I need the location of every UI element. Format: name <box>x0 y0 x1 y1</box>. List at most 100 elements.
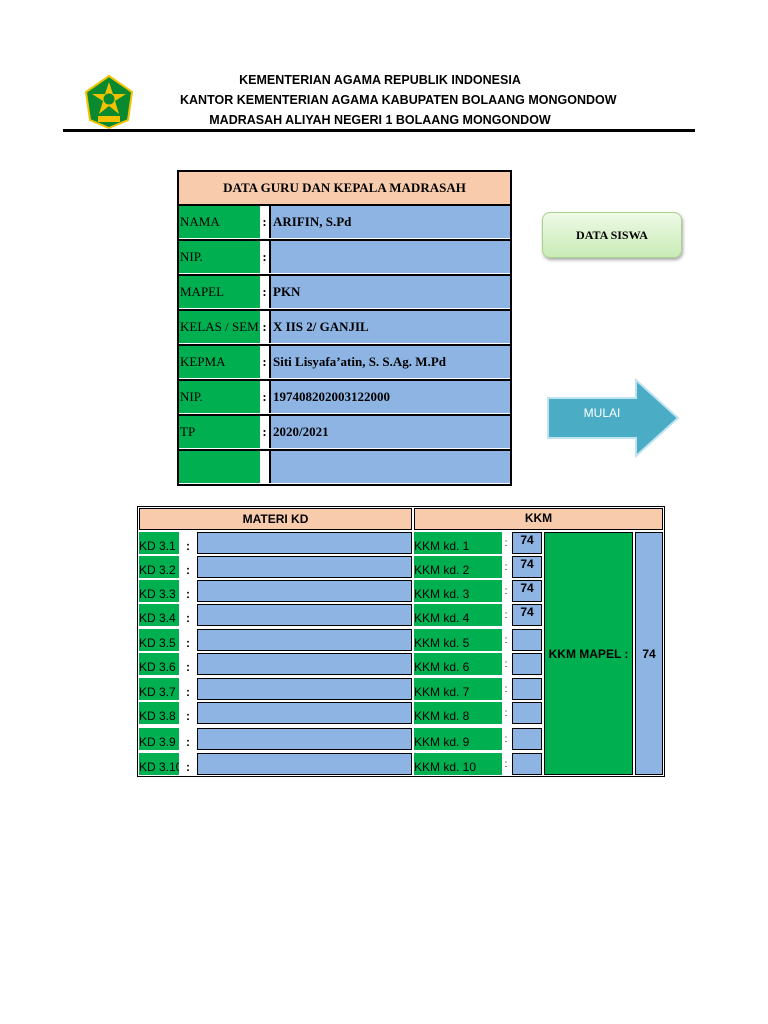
kkm-kd-value[interactable] <box>512 678 542 700</box>
kkm-mapel-value[interactable]: 74 <box>635 532 663 775</box>
kkm-kd-colon: : <box>502 753 510 775</box>
kkm-kd-label: KKM kd. 3 <box>414 580 502 602</box>
kd-colon: : <box>179 556 197 578</box>
kd-label: KD 3.9 <box>139 728 179 750</box>
mulai-button-label: MULAI <box>583 406 621 420</box>
kd-colon: : <box>179 629 197 651</box>
kd-colon: : <box>179 728 197 750</box>
header-divider <box>63 129 695 132</box>
kemenag-emblem-icon <box>84 74 134 130</box>
teacher-row-label: NIP. <box>179 241 261 273</box>
kkm-kd-label: KKM kd. 1 <box>414 532 502 554</box>
kkm-kd-label: KKM kd. 5 <box>414 629 502 651</box>
kd-colon: : <box>179 753 197 775</box>
row-divider <box>177 449 512 451</box>
teacher-row-label <box>179 451 261 483</box>
kkm-kd-label: KKM kd. 7 <box>414 678 502 700</box>
kd-label: KD 3.8 <box>139 702 179 724</box>
kkm-kd-colon: : <box>502 728 510 750</box>
kd-label: KD 3.10 <box>139 753 179 775</box>
kd-label: KD 3.2 <box>139 556 179 578</box>
teacher-row-value[interactable]: Siti Lisyafa’atin, S. S.Ag. M.Pd <box>269 346 510 378</box>
kd-label: KD 3.6 <box>139 653 179 675</box>
kkm-kd-colon: : <box>502 604 510 626</box>
mulai-button[interactable] <box>544 377 680 460</box>
teacher-row-label: KELAS / SEM <box>179 311 261 343</box>
teacher-row-colon: : <box>260 381 269 413</box>
row-divider <box>177 204 512 206</box>
kkm-kd-colon: : <box>502 556 510 578</box>
kd-label: KD 3.3 <box>139 580 179 602</box>
teacher-row-colon: : <box>260 416 269 448</box>
row-divider <box>177 239 512 241</box>
kd-colon: : <box>179 580 197 602</box>
kkm-kd-value[interactable]: 74 <box>512 604 542 626</box>
teacher-row-value[interactable]: PKN <box>269 276 510 308</box>
teacher-row-colon <box>260 451 269 483</box>
kd-colon: : <box>179 702 197 724</box>
teacher-row-value[interactable]: 2020/2021 <box>269 416 510 448</box>
kd-materi-input[interactable] <box>197 702 412 724</box>
kkm-kd-colon: : <box>502 580 510 602</box>
row-divider <box>177 344 512 346</box>
kkm-kd-value[interactable] <box>512 702 542 724</box>
kd-label: KD 3.5 <box>139 629 179 651</box>
teacher-row-colon: : <box>260 276 269 308</box>
row-divider <box>177 379 512 381</box>
kd-materi-input[interactable] <box>197 556 412 578</box>
teacher-row-colon: : <box>260 346 269 378</box>
kd-materi-input[interactable] <box>197 653 412 675</box>
kd-colon: : <box>179 678 197 700</box>
kkm-kd-label: KKM kd. 2 <box>414 556 502 578</box>
kd-materi-input[interactable] <box>197 678 412 700</box>
teacher-row-colon: : <box>260 311 269 343</box>
teacher-row-value[interactable]: X IIS 2/ GANJIL <box>269 311 510 343</box>
teacher-row-colon: : <box>260 241 269 273</box>
teacher-row-value[interactable] <box>269 451 510 483</box>
teacher-row-label: MAPEL <box>179 276 261 308</box>
kkm-kd-label: KKM kd. 8 <box>414 702 502 724</box>
teacher-row-label: NIP. <box>179 381 261 413</box>
teacher-row-label: TP <box>179 416 261 448</box>
kd-label: KD 3.7 <box>139 678 179 700</box>
kd-colon: : <box>179 604 197 626</box>
kkm-mapel-label: KKM MAPEL : <box>544 532 633 775</box>
teacher-table-title: DATA GURU DAN KEPALA MADRASAH <box>179 172 510 204</box>
kkm-kd-value[interactable]: 74 <box>512 580 542 602</box>
kd-materi-input[interactable] <box>197 753 412 775</box>
row-divider <box>177 274 512 276</box>
kd-materi-input[interactable] <box>197 629 412 651</box>
kkm-kd-colon: : <box>502 532 510 554</box>
teacher-row-value[interactable]: ARIFIN, S.Pd <box>269 206 510 238</box>
kkm-kd-label: KKM kd. 10 <box>414 753 502 775</box>
teacher-row-label: NAMA <box>179 206 261 238</box>
kd-materi-input[interactable] <box>197 604 412 626</box>
kkm-kd-label: KKM kd. 9 <box>414 728 502 750</box>
kkm-kd-value[interactable] <box>512 753 542 775</box>
teacher-row-value[interactable]: 197408202003122000 <box>269 381 510 413</box>
kd-colon: : <box>179 653 197 675</box>
kd-materi-input[interactable] <box>197 532 412 554</box>
kd-label: KD 3.4 <box>139 604 179 626</box>
kd-materi-input[interactable] <box>197 728 412 750</box>
kkm-kd-value[interactable] <box>512 653 542 675</box>
kd-colon: : <box>179 532 197 554</box>
teacher-row-colon: : <box>260 206 269 238</box>
kkm-kd-value[interactable] <box>512 629 542 651</box>
kkm-kd-label: KKM kd. 6 <box>414 653 502 675</box>
data-siswa-button[interactable]: DATA SISWA <box>542 212 682 258</box>
materi-kd-header: MATERI KD <box>139 508 412 530</box>
teacher-row-label: KEPMA <box>179 346 261 378</box>
kkm-kd-value[interactable]: 74 <box>512 556 542 578</box>
kd-materi-input[interactable] <box>197 580 412 602</box>
kkm-kd-colon: : <box>502 653 510 675</box>
header-line-1: KEMENTERIAN AGAMA REPUBLIK INDONESIA <box>239 73 521 87</box>
kkm-header: KKM <box>414 508 663 530</box>
kkm-kd-value[interactable]: 74 <box>512 532 542 554</box>
header-line-3: MADRASAH ALIYAH NEGERI 1 BOLAANG MONGOND… <box>209 113 551 127</box>
teacher-row-value[interactable] <box>269 241 510 273</box>
kkm-kd-colon: : <box>502 678 510 700</box>
kkm-kd-value[interactable] <box>512 728 542 750</box>
kkm-kd-label: KKM kd. 4 <box>414 604 502 626</box>
row-divider <box>177 414 512 416</box>
